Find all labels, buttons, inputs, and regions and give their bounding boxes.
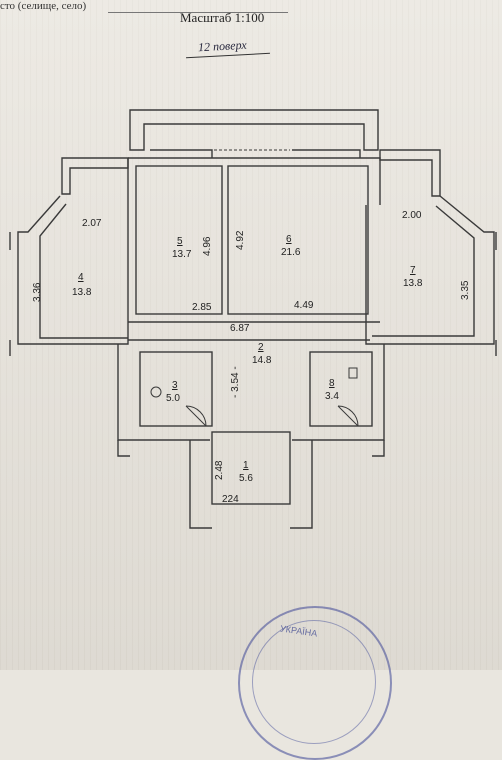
- room-1-number: 1: [243, 460, 249, 471]
- dimension-2-00: 2.00: [402, 210, 422, 221]
- room-7-area: 13.8: [403, 278, 423, 289]
- room-3-number: 3: [172, 380, 178, 391]
- dimension-3-36: 3.36: [32, 282, 43, 302]
- room-8-number: 8: [329, 378, 335, 389]
- dimension-2-85: 2.85: [192, 302, 212, 313]
- dimension-3-35: 3.35: [460, 280, 471, 300]
- room-5-area: 13.7: [172, 249, 192, 260]
- stamp-inner-ring: [252, 620, 376, 744]
- dimension-2-48: 2.48: [214, 460, 225, 480]
- official-stamp: УКРАЇНА: [238, 606, 392, 760]
- scale-label: Масштаб 1:100: [180, 10, 265, 25]
- dimension-4-96: 4.96: [202, 236, 213, 256]
- dimension-2-24: 224: [222, 494, 239, 505]
- dimension-4-92: 4.92: [235, 230, 246, 250]
- room-4-number: 4: [78, 272, 84, 283]
- room-2-area: 14.8: [252, 355, 272, 366]
- room-8-area: 3.4: [325, 391, 339, 402]
- address-field-line: [108, 12, 288, 13]
- dimension-2-07: 2.07: [82, 218, 102, 229]
- room-7-number: 7: [410, 265, 416, 276]
- dimension-3-54: - 3.54 -: [230, 366, 241, 398]
- room-2-number: 2: [258, 342, 264, 353]
- room-6-number: 6: [286, 234, 292, 245]
- room-4-area: 13.8: [72, 287, 92, 298]
- dimension-6-87: 6.87: [230, 323, 250, 334]
- room-3-area: 5.0: [166, 393, 180, 404]
- dimension-4-49: 4.49: [294, 300, 314, 311]
- room-1-area: 5.6: [239, 473, 253, 484]
- address-field-label: сто (селище, село): [0, 0, 87, 12]
- room-5-number: 5: [177, 236, 183, 247]
- room-6-area: 21.6: [281, 247, 301, 258]
- floor-plan-drawing: [9, 109, 497, 529]
